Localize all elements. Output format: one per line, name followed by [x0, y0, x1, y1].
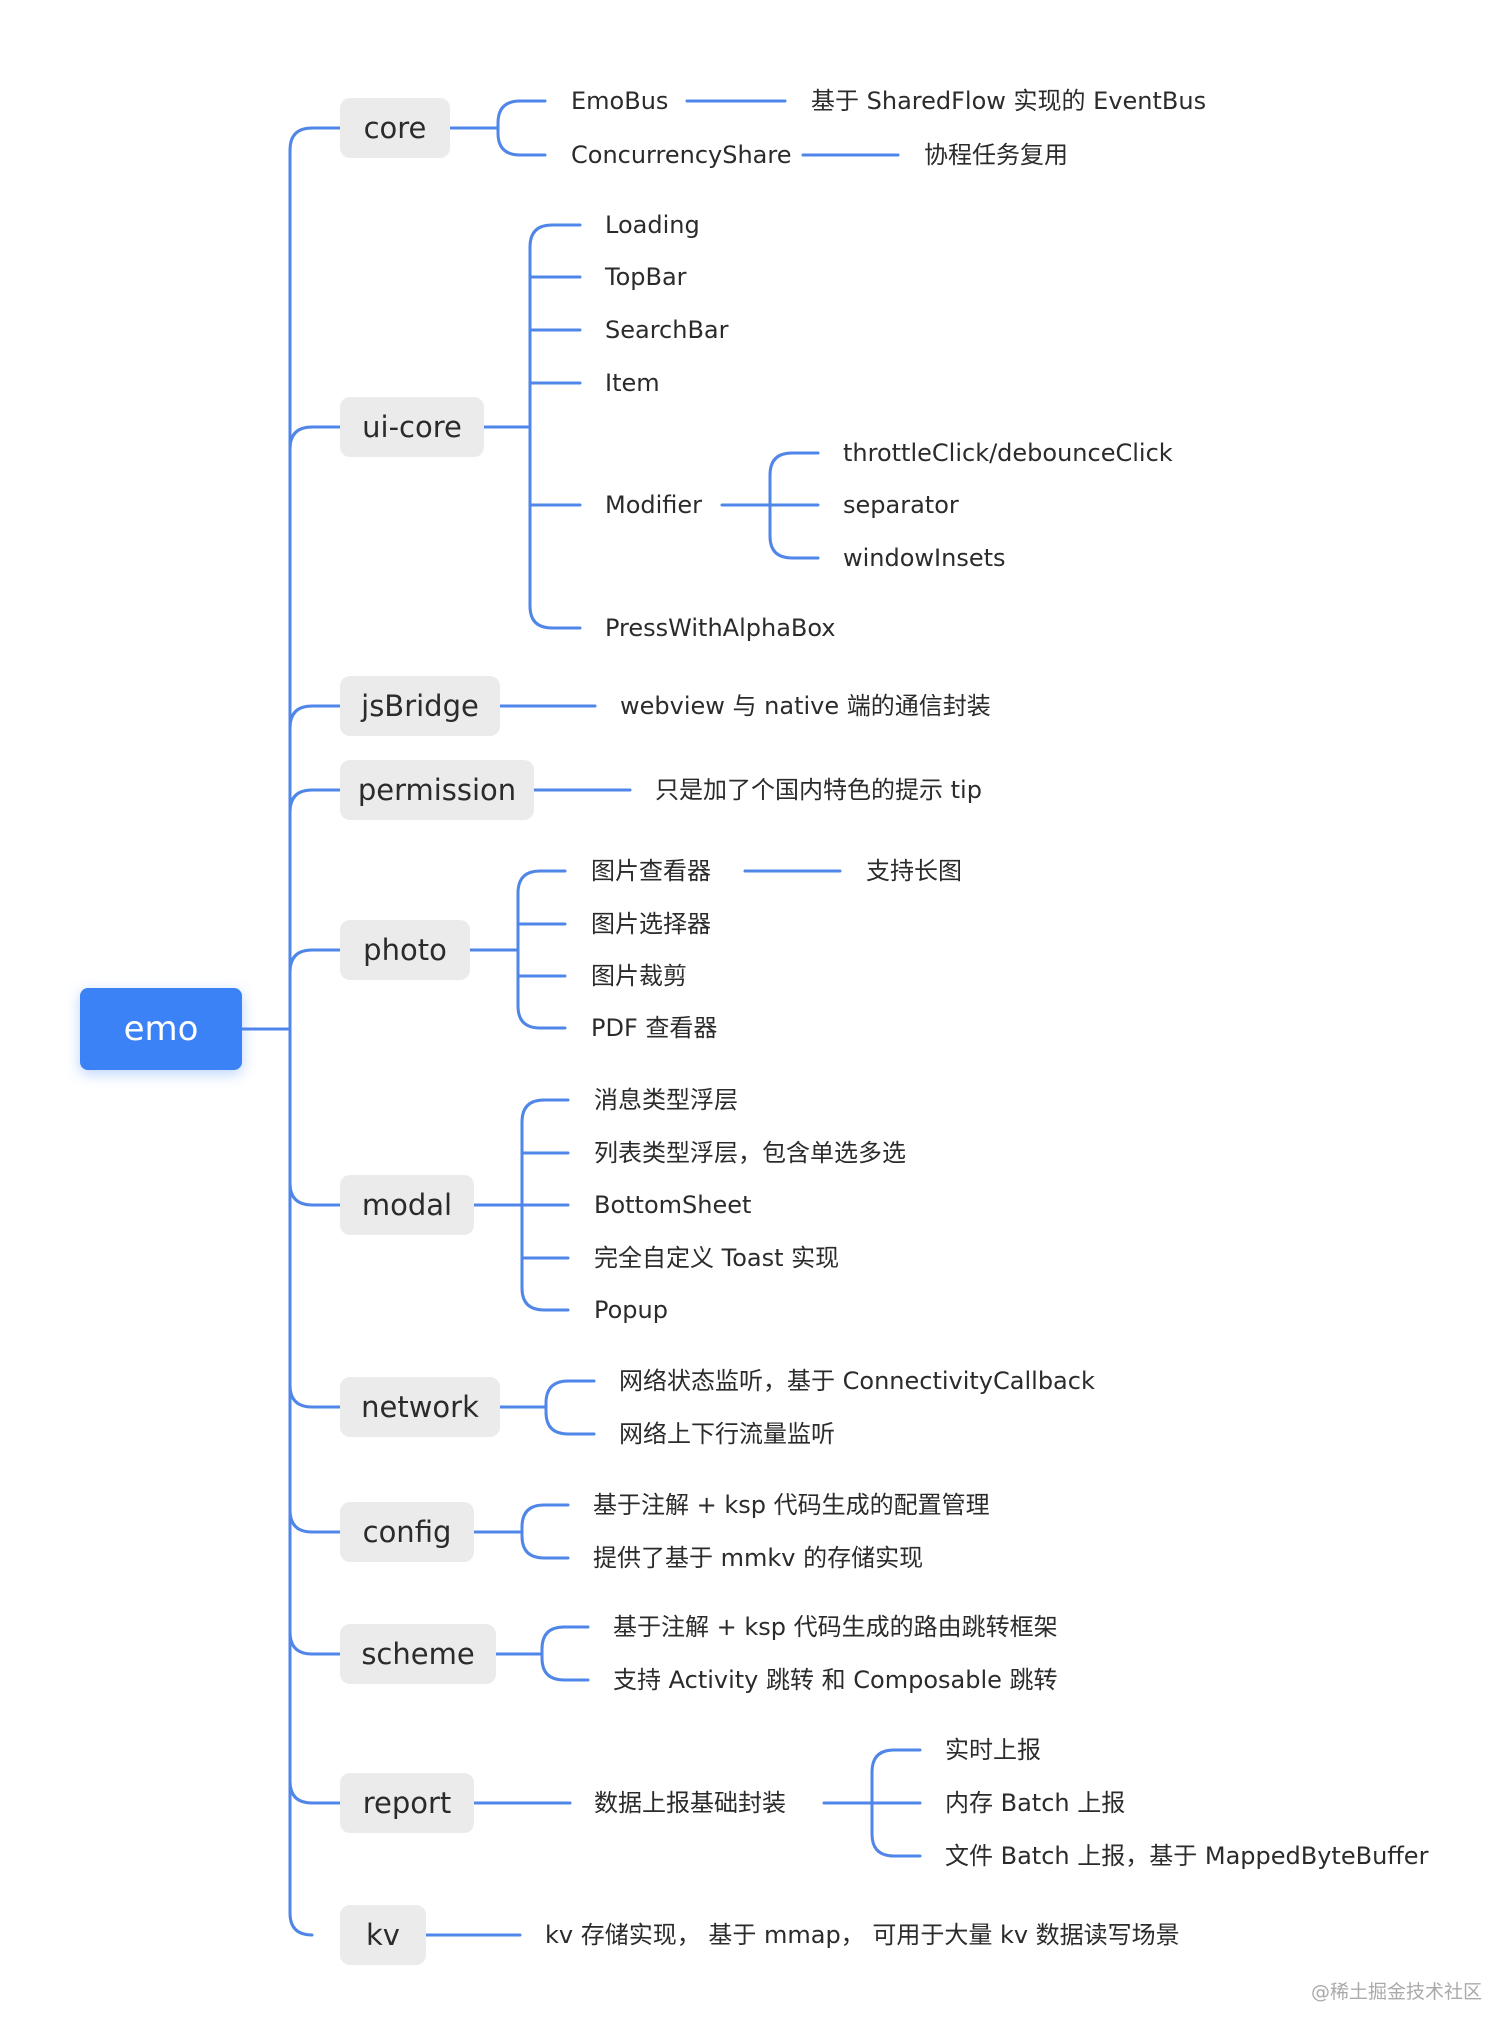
branch-network[interactable]: network	[340, 1377, 500, 1437]
photo-viewer: 图片查看器	[591, 857, 711, 885]
network-traffic: 网络上下行流量监听	[619, 1420, 835, 1448]
core-emobus: EmoBus	[571, 87, 669, 115]
branch-core[interactable]: core	[340, 98, 450, 158]
scheme-navigation: 支持 Activity 跳转 和 Composable 跳转	[613, 1666, 1058, 1694]
ui-core-item: Item	[605, 369, 660, 397]
modal-message-layer: 消息类型浮层	[594, 1086, 738, 1114]
photo-viewer-desc: 支持长图	[866, 857, 962, 885]
branch-jsbridge[interactable]: jsBridge	[340, 676, 500, 736]
modifier-windowinsets: windowInsets	[843, 544, 1006, 572]
ui-core-searchbar: SearchBar	[605, 316, 729, 344]
config-mmkv: 提供了基于 mmkv 的存储实现	[593, 1544, 924, 1572]
core-concurrencyshare: ConcurrencyShare	[571, 141, 792, 169]
core-emobus-desc: 基于 SharedFlow 实现的 EventBus	[811, 87, 1207, 115]
photo-cropper: 图片裁剪	[591, 962, 687, 990]
modal-toast: 完全自定义 Toast 实现	[594, 1244, 840, 1272]
ui-core-loading: Loading	[605, 211, 700, 239]
root-node[interactable]: emo	[80, 988, 242, 1070]
scheme-router: 基于注解 + ksp 代码生成的路由跳转框架	[613, 1613, 1058, 1641]
config-annotation: 基于注解 + ksp 代码生成的配置管理	[593, 1491, 990, 1519]
branch-ui-core[interactable]: ui-core	[340, 397, 484, 457]
modal-bottomsheet: BottomSheet	[594, 1191, 752, 1219]
ui-core-modifier: Modifier	[605, 491, 703, 519]
branch-scheme[interactable]: scheme	[340, 1624, 496, 1684]
branch-photo[interactable]: photo	[340, 920, 470, 980]
ui-core-topbar: TopBar	[605, 263, 687, 291]
core-concurrencyshare-desc: 协程任务复用	[924, 141, 1068, 169]
branch-modal[interactable]: modal	[340, 1175, 474, 1235]
branch-permission[interactable]: permission	[340, 760, 534, 820]
report-base: 数据上报基础封装	[594, 1789, 786, 1817]
report-memory-batch: 内存 Batch 上报	[945, 1789, 1126, 1817]
report-file-batch: 文件 Batch 上报，基于 MappedByteBuffer	[945, 1842, 1429, 1870]
photo-picker: 图片选择器	[591, 910, 711, 938]
watermark: @稀土掘金技术社区	[1310, 1981, 1482, 2003]
modal-popup: Popup	[594, 1296, 668, 1324]
permission-desc: 只是加了个国内特色的提示 tip	[655, 776, 982, 804]
branch-report[interactable]: report	[340, 1773, 474, 1833]
modifier-separator: separator	[843, 491, 959, 519]
ui-core-presswithalphabox: PressWithAlphaBox	[605, 614, 836, 642]
branch-kv[interactable]: kv	[340, 1905, 426, 1965]
jsbridge-desc: webview 与 native 端的通信封装	[620, 692, 991, 720]
report-realtime: 实时上报	[945, 1736, 1041, 1764]
branch-config[interactable]: config	[340, 1502, 474, 1562]
kv-desc: kv 存储实现， 基于 mmap， 可用于大量 kv 数据读写场景	[545, 1921, 1180, 1949]
modal-list-layer: 列表类型浮层，包含单选多选	[594, 1139, 906, 1167]
photo-pdf-viewer: PDF 查看器	[591, 1014, 718, 1042]
modifier-throttleclick: throttleClick/debounceClick	[843, 439, 1173, 467]
network-status: 网络状态监听，基于 ConnectivityCallback	[619, 1367, 1095, 1395]
